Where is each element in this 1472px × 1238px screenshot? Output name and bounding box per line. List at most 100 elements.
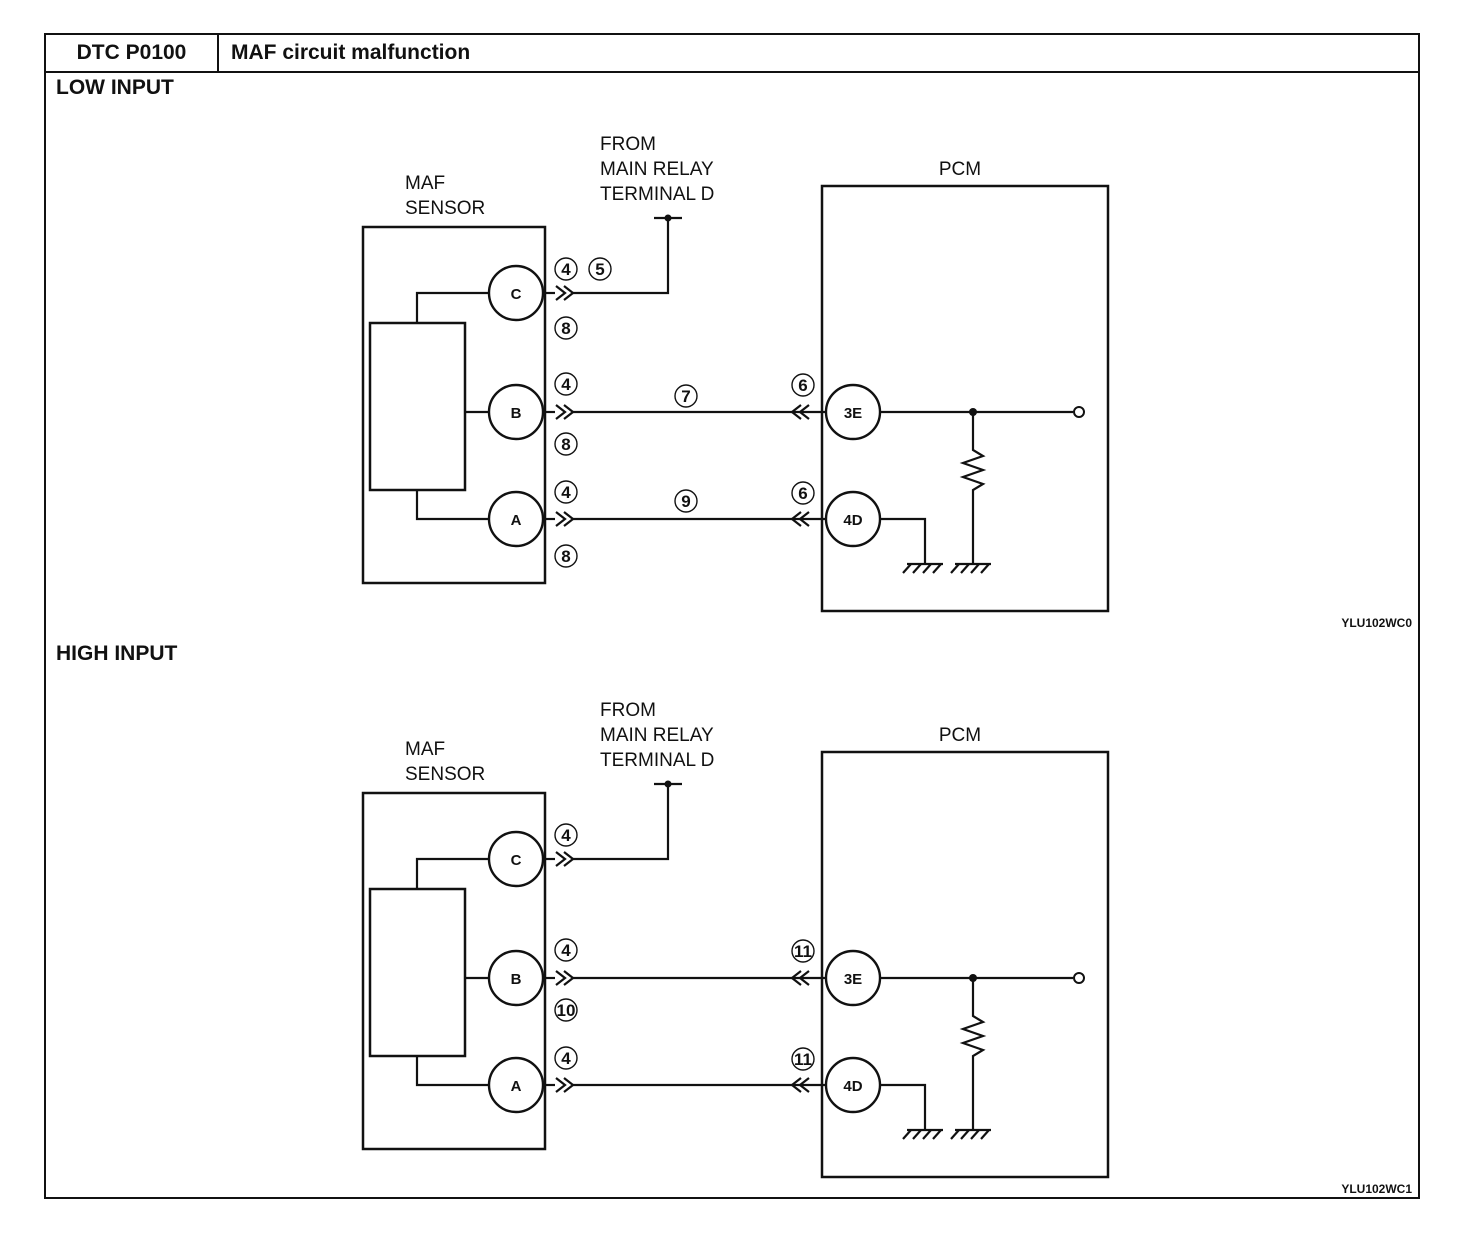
relay-terminal-dot	[664, 780, 672, 788]
marker-b-top-0-ring	[554, 372, 578, 396]
relay-label-line2: MAIN RELAY	[600, 159, 714, 180]
wire-element-to-a	[415, 1056, 489, 1087]
maf-label-line2: SENSOR	[405, 764, 485, 785]
ground-resistor-hatch-3	[980, 563, 990, 574]
marker-b-pcm-0: 11	[794, 942, 812, 961]
relay-label-line3: TERMINAL D	[600, 184, 714, 205]
maf-pin-c-label: C	[511, 852, 522, 869]
wire-element-to-c	[415, 291, 489, 323]
marker-a-top-0-ring	[554, 480, 578, 504]
connector-b-a	[555, 970, 567, 986]
connector-c-a	[555, 851, 567, 867]
maf-label-line2: SENSOR	[405, 198, 485, 219]
pull-down-resistor	[959, 978, 987, 1129]
ground-resistor-hatch-2	[970, 1129, 980, 1140]
marker-b-bottom-0: 8	[561, 435, 570, 454]
pcm-pin-4d-label: 4D	[843, 512, 862, 529]
diagram-frame: DTC P0100 MAF circuit malfunction	[44, 33, 1420, 1199]
maf-label-line1: MAF	[405, 173, 445, 194]
wire-element-to-a	[415, 490, 489, 521]
maf-label-line1: MAF	[405, 739, 445, 760]
connector-c-a	[555, 285, 567, 301]
marker-c-top-1-ring	[588, 257, 612, 281]
marker-b-top-0-ring	[554, 938, 578, 962]
marker-c-top-0: 4	[561, 826, 571, 845]
marker-a-pcm-0: 11	[794, 1050, 812, 1069]
marker-c-top-0: 4	[561, 260, 571, 279]
ground-4d-hatch-0	[902, 1129, 912, 1140]
marker-c-top-0-ring	[554, 257, 578, 281]
maf-sensing-element	[368, 887, 467, 1058]
maf-pin-b-label: B	[511, 405, 522, 422]
dtc-title: MAF circuit malfunction	[231, 41, 471, 64]
wire-4d-to-ground	[880, 517, 927, 564]
marker-b-top-0: 4	[561, 375, 571, 394]
marker-a-bottom-0: 8	[561, 547, 570, 566]
circuit-low-input: MAF SENSOR C B A FROM MAIN RELAY TERMINAL D PCM 3…	[361, 134, 1412, 630]
marker-a-pcm-0-ring	[791, 1047, 815, 1071]
relay-terminal-dot	[664, 214, 672, 222]
marker-b-pcm-0: 6	[798, 376, 807, 395]
section-title-high-input: HIGH INPUT	[56, 642, 178, 665]
maf-pin-a-label: A	[511, 512, 522, 529]
relay-label-line3: TERMINAL D	[600, 750, 714, 771]
relay-label-line1: FROM	[600, 700, 656, 721]
header-bar: DTC P0100 MAF circuit malfunction	[46, 35, 1418, 73]
marker-c-top-1: 5	[595, 260, 604, 279]
marker-b-bottom-0-ring	[554, 432, 578, 456]
pcm-pin-4d-label: 4D	[843, 1078, 862, 1095]
ground-4d-hatch-3	[932, 1129, 942, 1140]
ground-4d-hatch-1	[912, 1129, 922, 1140]
marker-b-pcm-0-ring	[791, 373, 815, 397]
ground-4d-hatch-0	[902, 563, 912, 574]
maf-sensing-element	[368, 321, 467, 492]
figure-reference: YLU102WC1	[1341, 1182, 1412, 1196]
ground-4d-hatch-2	[922, 1129, 932, 1140]
connector-b-a	[555, 404, 567, 420]
marker-b-mid-0: 7	[681, 387, 690, 406]
marker-b-mid-0-ring	[674, 384, 698, 408]
pcm-signal-terminal	[1073, 406, 1085, 418]
pcm-signal-terminal	[1073, 972, 1085, 984]
marker-b-pcm-0-ring	[791, 939, 815, 963]
ground-resistor-hatch-3	[980, 1129, 990, 1140]
pull-down-resistor	[959, 412, 987, 563]
marker-a-top-0-ring	[554, 1046, 578, 1070]
pcm-box	[820, 184, 1110, 613]
marker-c-bottom-0: 8	[561, 319, 570, 338]
maf-sensor-box	[361, 791, 547, 1151]
marker-c-bottom-0-ring	[554, 316, 578, 340]
ground-4d-hatch-3	[932, 563, 942, 574]
ground-resistor-hatch-1	[960, 1129, 970, 1140]
marker-a-mid-0: 9	[681, 492, 690, 511]
marker-c-top-0-ring	[554, 823, 578, 847]
marker-a-pcm-0: 6	[798, 484, 807, 503]
marker-a-bottom-0-ring	[554, 544, 578, 568]
marker-a-top-0: 4	[561, 1049, 571, 1068]
pcm-label: PCM	[939, 725, 981, 746]
connector-a-a	[555, 1077, 567, 1093]
marker-a-top-0: 4	[561, 483, 571, 502]
maf-pin-a-label: A	[511, 1078, 522, 1095]
dtc-code: DTC P0100	[46, 35, 219, 71]
wire-4d-to-ground	[880, 1083, 927, 1130]
marker-b-top-0: 4	[561, 941, 571, 960]
pcm-pin-3e-label: 3E	[844, 405, 862, 422]
marker-a-mid-0-ring	[674, 489, 698, 513]
maf-pin-b-label: B	[511, 971, 522, 988]
ground-resistor-hatch-1	[960, 563, 970, 574]
maf-pin-c-label: C	[511, 286, 522, 303]
pcm-label: PCM	[939, 159, 981, 180]
relay-label-line1: FROM	[600, 134, 656, 155]
ground-resistor-hatch-0	[950, 563, 960, 574]
connector-a-a	[555, 511, 567, 527]
ground-resistor-hatch-2	[970, 563, 980, 574]
ground-4d-hatch-1	[912, 563, 922, 574]
section-title-low-input: LOW INPUT	[56, 76, 174, 99]
wire-c-to-relay	[573, 784, 670, 861]
figure-reference: YLU102WC0	[1341, 616, 1412, 630]
ground-resistor-hatch-0	[950, 1129, 960, 1140]
marker-b-bottom-0-ring	[554, 998, 578, 1022]
relay-label-line2: MAIN RELAY	[600, 725, 714, 746]
